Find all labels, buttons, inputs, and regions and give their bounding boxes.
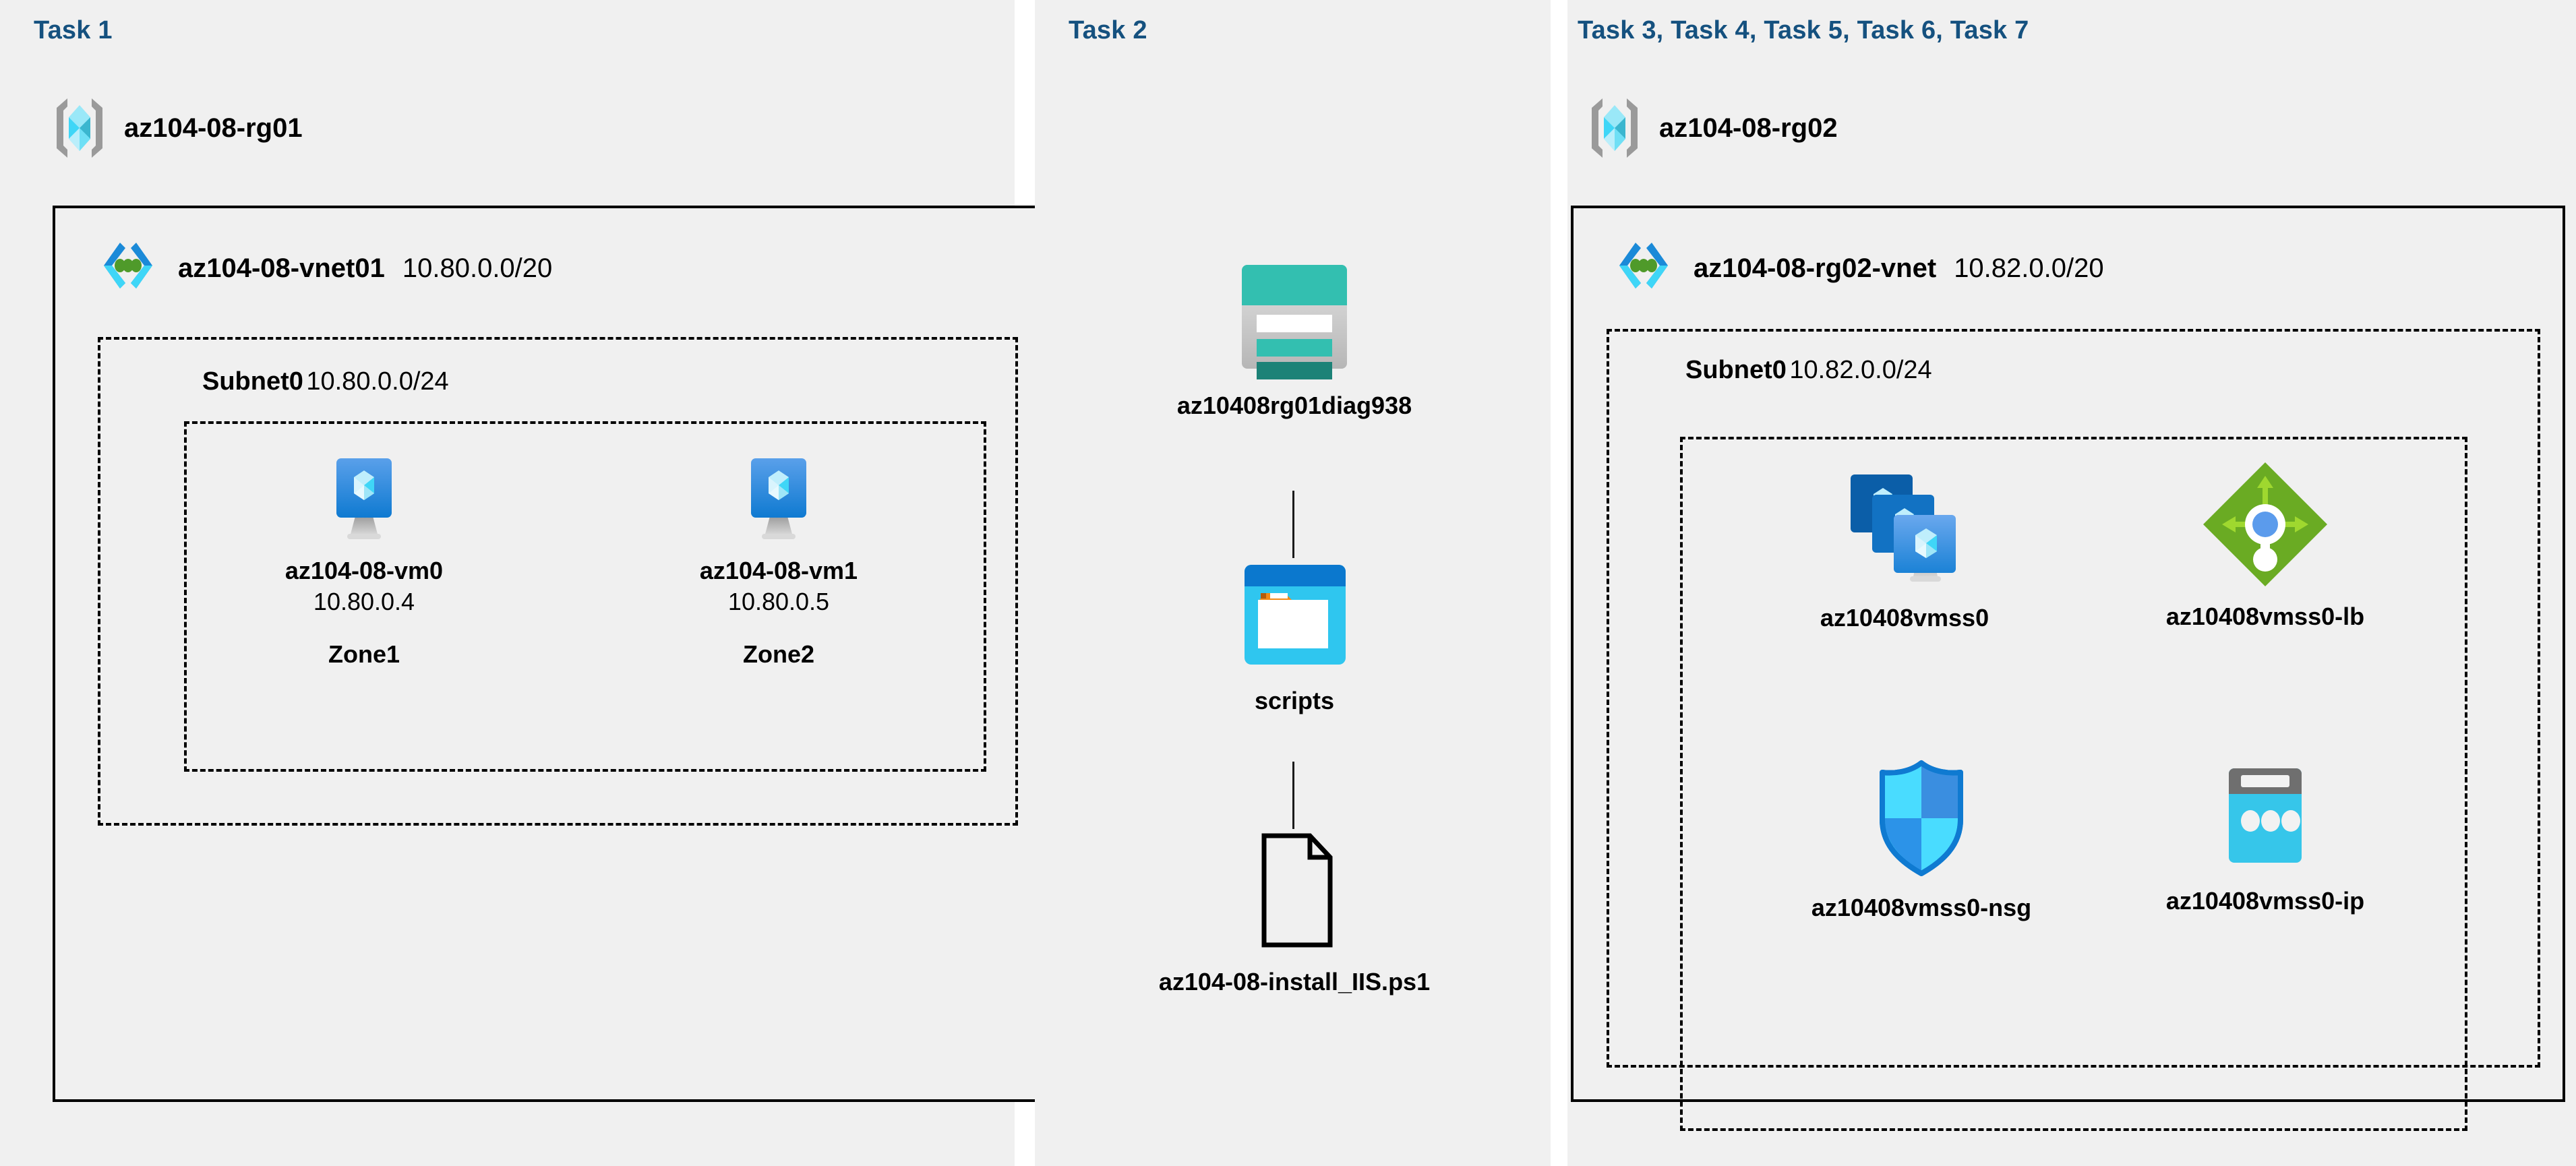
task3to7-load-balancer-name: az10408vmss0-lb <box>2165 603 2365 630</box>
resource-group-icon <box>1588 94 1642 162</box>
network-security-group-icon <box>1867 755 1975 883</box>
resource-group-icon <box>53 94 107 162</box>
task3to7-public-ip-name: az10408vmss0-ip <box>2165 887 2365 915</box>
task3to7-subnet-box <box>1607 329 2540 1068</box>
blob-container-icon <box>1232 558 1357 676</box>
task1-label: Task 1 <box>34 16 113 44</box>
task3to7-resource-group-name: az104-08-rg02 <box>1659 113 1838 143</box>
task1-vm1-ip: 10.80.0.5 <box>727 588 830 615</box>
task2-file-name: az104-08-install_IIS.ps1 <box>1158 968 1431 995</box>
task3to7-subnet-header: Subnet0 10.82.0.0/24 <box>1685 356 1932 385</box>
task1-zone-box <box>184 421 986 772</box>
vm-scale-set-icon <box>1830 465 1979 593</box>
task2-blob-container-name: scripts <box>1254 687 1335 714</box>
public-ip-address-icon <box>2211 762 2319 876</box>
task2-storage-account-node[interactable]: az10408rg01diag938 <box>1177 253 1412 420</box>
task3to7-subnet-name: Subnet0 <box>1685 356 1787 384</box>
container-to-file-connector <box>1292 762 1294 829</box>
task3to7-vnet-name: az104-08-rg02-vnet <box>1694 253 1937 283</box>
task1-vnet-cidr: 10.80.0.0/20 <box>402 253 553 283</box>
task1-subnet-box <box>98 337 1018 826</box>
task3to7-label: Task 3, Task 4, Task 5, Task 6, Task 7 <box>1578 16 2029 44</box>
task3to7-resource-group-header: az104-08-rg02 <box>1588 94 1838 162</box>
task1-vm1-zone: Zone2 <box>742 640 814 668</box>
storage-account-icon <box>1227 253 1362 381</box>
task3to7-vnet-cidr: 10.82.0.0/20 <box>1954 253 2104 283</box>
task1-vm1-node[interactable]: az104-08-vm1 10.80.0.5 Zone2 <box>684 452 873 669</box>
task3to7-resources-box <box>1680 437 2467 1131</box>
task1-resource-group-name: az104-08-rg01 <box>124 113 303 143</box>
task3to7-subnet-cidr: 10.82.0.0/24 <box>1789 356 1932 384</box>
task3to7-load-balancer-node[interactable]: az10408vmss0-lb <box>2124 457 2407 631</box>
task3to7-vmss-node[interactable]: az10408vmss0 <box>1770 465 2039 632</box>
virtual-machine-icon <box>320 452 408 546</box>
task1-resource-group-header: az104-08-rg01 <box>53 94 303 162</box>
load-balancer-icon <box>2198 457 2333 592</box>
task1-vm0-ip: 10.80.0.4 <box>313 588 415 615</box>
task2-file-node[interactable]: az104-08-install_IIS.ps1 <box>1159 829 1430 996</box>
virtual-machine-icon <box>735 452 822 546</box>
task3to7-vnet-header: az104-08-rg02-vnet 10.82.0.0/20 <box>1611 236 2104 301</box>
task1-vm0-name: az104-08-vm0 <box>284 557 444 584</box>
task2-storage-account-name: az10408rg01diag938 <box>1176 392 1412 419</box>
task1-subnet-cidr: 10.80.0.0/24 <box>306 367 449 396</box>
task3to7-nsg-node[interactable]: az10408vmss0-nsg <box>1787 755 2056 922</box>
task3to7-vmss-name: az10408vmss0 <box>1820 604 1989 632</box>
task1-vm1-name: az104-08-vm1 <box>699 557 858 584</box>
virtual-network-icon <box>96 236 160 301</box>
virtual-network-icon <box>1611 236 1676 301</box>
task1-subnet-header: Subnet0 10.80.0.0/24 <box>202 367 449 396</box>
task1-vnet-name: az104-08-vnet01 <box>178 253 385 283</box>
task2-label: Task 2 <box>1069 16 1147 44</box>
task1-vnet-header: az104-08-vnet01 10.80.0.0/20 <box>96 236 552 301</box>
task3to7-vnet-box <box>1571 206 2565 1102</box>
storage-to-container-connector <box>1292 491 1294 558</box>
task1-subnet-name: Subnet0 <box>202 367 303 396</box>
task3to7-nsg-name: az10408vmss0-nsg <box>1811 894 2032 921</box>
task1-vm0-node[interactable]: az104-08-vm0 10.80.0.4 Zone1 <box>270 452 458 669</box>
task1-vm0-zone: Zone1 <box>328 640 400 668</box>
file-icon <box>1244 829 1345 957</box>
task3to7-public-ip-node[interactable]: az10408vmss0-ip <box>2130 762 2400 915</box>
task2-blob-container-node[interactable]: scripts <box>1207 558 1382 715</box>
